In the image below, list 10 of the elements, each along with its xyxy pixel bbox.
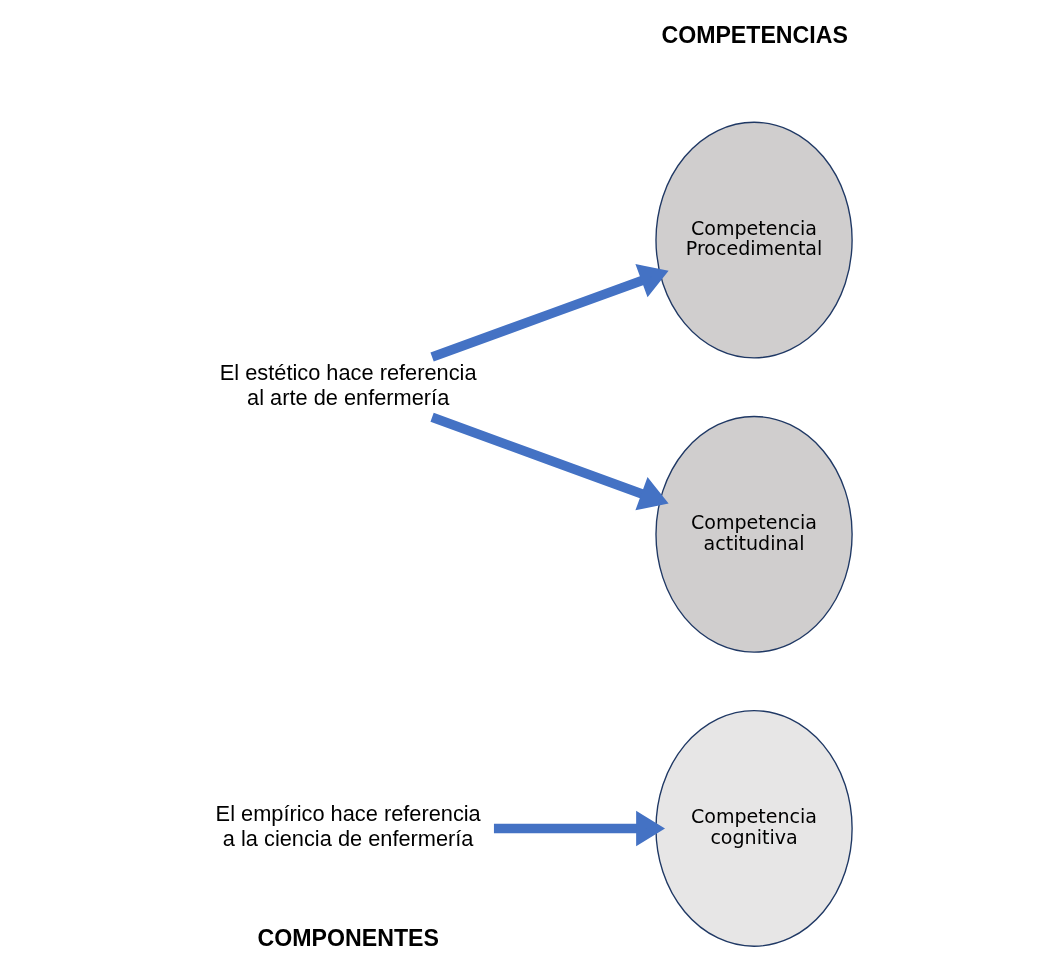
node-text: El empírico hace referencia a la ciencia de enfermería xyxy=(215,801,481,851)
arrow xyxy=(430,264,669,362)
label: COMPETENCIAS xyxy=(661,21,848,48)
arrow xyxy=(493,810,665,847)
node-ellipse: Competencia Procedimental xyxy=(655,121,853,359)
node-text: El estético hace referencia al arte de enfermería xyxy=(219,360,477,410)
label: COMPONENTES xyxy=(257,924,439,951)
arrow xyxy=(430,412,669,511)
node-ellipse: Competencia cognitiva xyxy=(655,709,853,947)
node-ellipse: Competencia actitudinal xyxy=(655,415,853,653)
